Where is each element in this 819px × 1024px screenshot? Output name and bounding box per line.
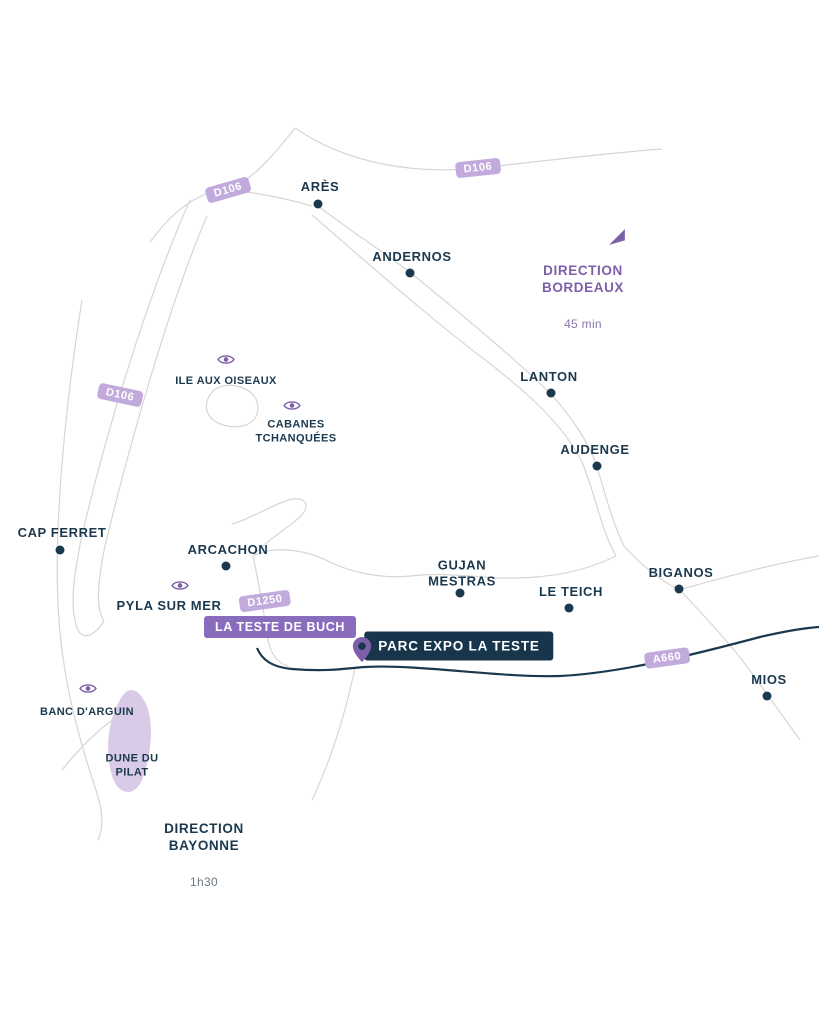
town-dot-le-teich xyxy=(564,603,574,613)
town-dot-arcachon xyxy=(221,561,231,571)
town-dot-audenge xyxy=(592,461,602,471)
cabanes-tchanquees-eye-icon xyxy=(283,399,302,417)
town-label-gujan-mestras: GUJAN MESTRAS xyxy=(428,557,496,588)
ile-aux-oiseaux-eye-icon xyxy=(217,353,236,371)
location-pin-icon xyxy=(352,636,372,668)
poi-label-ile-aux-oiseaux: ILE AUX OISEAUX xyxy=(175,374,277,387)
town-dot-mios xyxy=(762,691,772,701)
town-label-biganos: BIGANOS xyxy=(648,565,714,581)
town-label-cap-ferret: CAP FERRET xyxy=(17,525,107,541)
town-dot-biganos xyxy=(674,584,684,594)
direction-bayonne: DIRECTION BAYONNE 1h30 xyxy=(164,804,244,906)
ile-aux-oiseaux-outline xyxy=(205,384,259,428)
direction-bayonne-time: 1h30 xyxy=(190,874,218,889)
town-label-le-teich: LE TEICH xyxy=(538,584,604,600)
pyla-sur-mer-eye-icon xyxy=(171,579,190,597)
town-label-andernos: ANDERNOS xyxy=(372,249,452,265)
town-label-ares: ARÈS xyxy=(300,179,340,195)
venue-badge-parc-expo-la-teste: PARC EXPO LA TESTE xyxy=(364,631,554,661)
direction-bordeaux-time: 45 min xyxy=(564,316,602,331)
town-dot-gujan-mestras xyxy=(455,588,465,598)
direction-bordeaux-label: DIRECTION BORDEAUX xyxy=(541,262,625,295)
a660-road-line xyxy=(255,625,819,678)
town-label-audenge: AUDENGE xyxy=(560,442,630,458)
town-label-arcachon: ARCACHON xyxy=(187,542,269,558)
town-label-pyla-sur-mer: PYLA SUR MER xyxy=(116,598,222,614)
area-badge-la-teste-de-buch: LA TESTE DE BUCH xyxy=(204,616,356,638)
direction-bordeaux-arrow-icon xyxy=(608,228,626,251)
town-dot-ares xyxy=(313,199,323,209)
poi-label-dune-du-pilat: DUNE DU PILAT xyxy=(105,752,159,779)
coastline-paths xyxy=(56,127,819,841)
town-label-lanton: LANTON xyxy=(520,369,578,385)
poi-label-cabanes-tchanquees: CABANES TCHANQUÉES xyxy=(255,418,337,445)
town-dot-cap-ferret xyxy=(55,545,65,555)
town-dot-lanton xyxy=(546,388,556,398)
town-label-mios: MIOS xyxy=(751,672,787,688)
town-dot-andernos xyxy=(405,268,415,278)
direction-bordeaux: DIRECTION BORDEAUX 45 min xyxy=(542,246,624,348)
banc-d-arguin-eye-icon xyxy=(79,682,98,700)
direction-bayonne-label: DIRECTION BAYONNE xyxy=(164,820,244,853)
poi-label-banc-d-arguin: BANC D'ARGUIN xyxy=(40,705,134,718)
